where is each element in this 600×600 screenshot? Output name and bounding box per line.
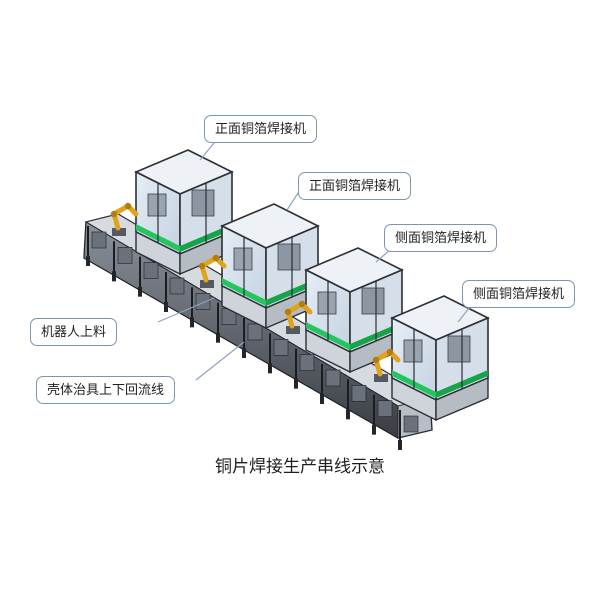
callout-machine-2: 正面铜箔焊接机 — [298, 172, 412, 200]
conveyor-leg — [190, 317, 194, 328]
robot-joint — [198, 262, 206, 270]
machine-fixture — [233, 247, 253, 271]
conveyor-module-panel — [273, 339, 289, 356]
robot-base — [112, 228, 126, 236]
loading-robots — [110, 202, 401, 382]
robot-joint — [372, 356, 380, 364]
machine-fixture — [317, 291, 337, 315]
machine-base — [435, 376, 489, 422]
robot-arm — [285, 300, 313, 329]
welding-machine-4 — [390, 295, 490, 422]
conveyor-module-panel — [403, 415, 419, 433]
conveyor-leg — [346, 409, 350, 420]
conveyor-leg — [86, 256, 90, 266]
conveyor-module-panel — [91, 231, 107, 249]
callout-robot-loading: 机器人上料 — [30, 318, 118, 346]
robot-joint — [284, 308, 292, 316]
conveyor-modules — [86, 226, 419, 450]
machine-fixture — [147, 193, 167, 217]
conveyor-leg — [216, 332, 220, 343]
machine-fixture — [191, 189, 215, 217]
conveyor-module-panel — [143, 262, 159, 279]
loading-robot-1 — [110, 202, 139, 236]
robot-joint — [212, 254, 220, 262]
callout-machine-1: 正面铜箔焊接机 — [204, 115, 318, 143]
conveyor-leg — [320, 394, 324, 404]
conveyor-leg — [268, 363, 272, 374]
welding-machine-1 — [134, 149, 234, 276]
welding-machines — [134, 149, 490, 422]
robot-base — [286, 326, 300, 334]
robot-joint — [110, 210, 118, 218]
diagram-caption: 铜片焊接生产串线示意 — [215, 457, 385, 477]
conveyor-module-panel — [117, 247, 133, 264]
machine-fixture — [361, 287, 385, 315]
robot-base — [374, 374, 388, 382]
robot-arm — [199, 254, 227, 283]
robot-arm — [111, 202, 139, 231]
conveyor-module-panel — [299, 354, 315, 371]
machine-fixture — [447, 335, 471, 363]
callout-machine-3: 侧面铜箔焊接机 — [384, 224, 498, 252]
loading-robot-2 — [198, 254, 227, 288]
conveyor-leg — [242, 348, 246, 358]
robot-base — [200, 280, 214, 288]
callout-return-line: 壳体治具上下回流线 — [36, 376, 176, 404]
welding-machine-3 — [304, 247, 404, 374]
conveyor-module-panel — [195, 293, 211, 310]
conveyor-module-panel — [351, 385, 367, 402]
conveyor-leg — [138, 286, 142, 297]
conveyor-module-panel — [377, 400, 393, 417]
conveyor-module-panel — [247, 323, 263, 341]
robot-joint — [386, 348, 394, 356]
robot-arm — [373, 348, 401, 377]
loading-robot-4 — [372, 348, 401, 382]
conveyor-leg — [398, 440, 402, 450]
robot-joint — [298, 300, 306, 308]
robot-joint — [124, 202, 132, 210]
machine-fixture — [403, 339, 423, 363]
conveyor-leg — [112, 271, 116, 282]
leader-lines — [157, 142, 471, 381]
conveyor-leg — [372, 424, 376, 435]
conveyor-module-panel — [169, 277, 185, 295]
conveyor-leg — [164, 302, 168, 312]
conveyor-module-panel — [325, 369, 341, 387]
machine-fixture — [277, 243, 301, 271]
callout-machine-4: 侧面铜箔焊接机 — [462, 280, 576, 308]
welding-machine-2 — [220, 203, 320, 330]
conveyor-leg — [294, 378, 298, 389]
loading-robot-3 — [284, 300, 313, 334]
